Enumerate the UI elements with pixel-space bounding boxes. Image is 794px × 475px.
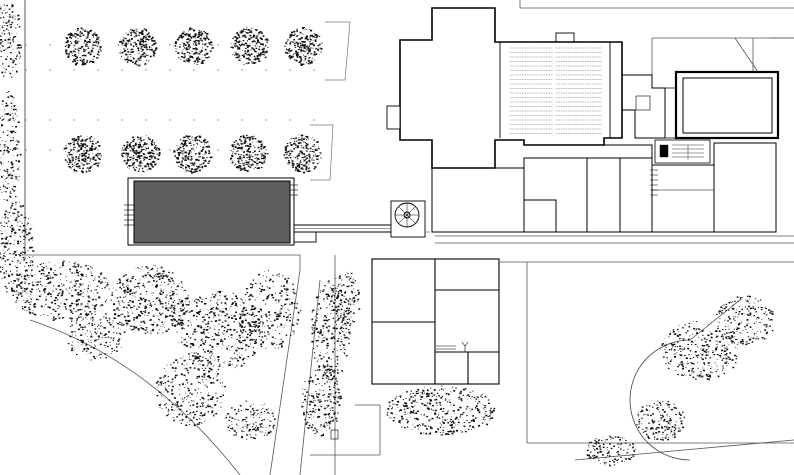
parking-tree <box>63 135 102 174</box>
woodland-vegetation <box>0 3 774 467</box>
parking-tree <box>284 27 323 66</box>
parking-tree <box>230 27 269 65</box>
south-annex <box>371 258 500 385</box>
main-hall-block <box>386 7 623 169</box>
parking-tree <box>283 134 322 174</box>
spiral-stair-tower <box>390 200 426 238</box>
parking-tree <box>174 27 214 65</box>
parking-tree <box>173 135 213 174</box>
site-furniture <box>330 429 339 440</box>
corridor-link <box>604 74 711 164</box>
parking-tree <box>230 134 269 173</box>
auditorium-seating <box>510 47 602 134</box>
parking-tree <box>64 27 102 66</box>
classroom-wing <box>431 142 777 233</box>
auditorium-walls <box>499 32 611 138</box>
pavilion-building <box>124 177 298 246</box>
parking-tree-row-lower <box>63 134 322 174</box>
turning-circle <box>629 299 741 461</box>
parking-tree <box>121 135 161 173</box>
gym-block <box>665 70 780 140</box>
parking-tree-row-upper <box>64 27 323 67</box>
connecting-walkway <box>293 224 395 243</box>
parking-tree <box>118 28 158 67</box>
